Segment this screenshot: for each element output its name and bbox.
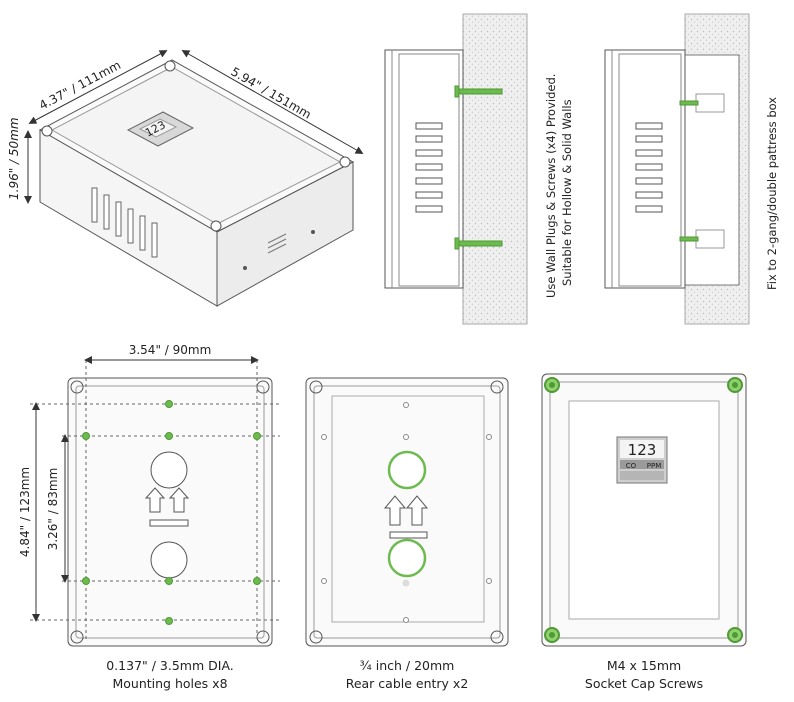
mounting-width-label: 3.54" / 90mm [129, 343, 212, 357]
wall-screw-icon [454, 85, 503, 250]
cable-entry-icon [387, 450, 427, 578]
screws-view [541, 373, 747, 647]
pattress-view [604, 13, 750, 325]
wall-mount-view [384, 13, 528, 325]
cable-caption-line1: ¾ inch / 20mm [360, 658, 455, 673]
display-value: 123 [628, 441, 657, 459]
mounting-outer-height-label: 4.84" / 123mm [18, 467, 32, 557]
display-unit-left: CO [626, 462, 637, 470]
cable-entry-view [305, 377, 509, 647]
mounting-hole-icon [82, 400, 261, 625]
cable-caption-line2: Rear cable entry x2 [346, 676, 469, 691]
mounting-caption-line1: 0.137" / 3.5mm DIA. [106, 658, 234, 673]
mounting-caption-line2: Mounting holes x8 [112, 676, 227, 691]
isometric-enclosure [24, 50, 364, 307]
mounting-inner-height-label: 3.26" / 83mm [46, 468, 60, 551]
screws-caption-line1: M4 x 15mm [607, 658, 681, 673]
mounting-holes-view [30, 356, 280, 647]
display-unit-right: PPM [647, 462, 661, 470]
pattress-caption: Fix to 2-gang/double pattress box [765, 97, 779, 290]
vent-slots [91, 187, 158, 258]
wall-caption-line2: Suitable for Hollow & Solid Walls [560, 99, 574, 286]
pattress-screw-icon [679, 100, 699, 242]
iso-height-label: 1.96" / 50mm [7, 117, 21, 200]
wall-caption-line1: Use Wall Plugs & Screws (x4) Provided. [544, 74, 558, 298]
screws-caption-line2: Socket Cap Screws [585, 676, 703, 691]
